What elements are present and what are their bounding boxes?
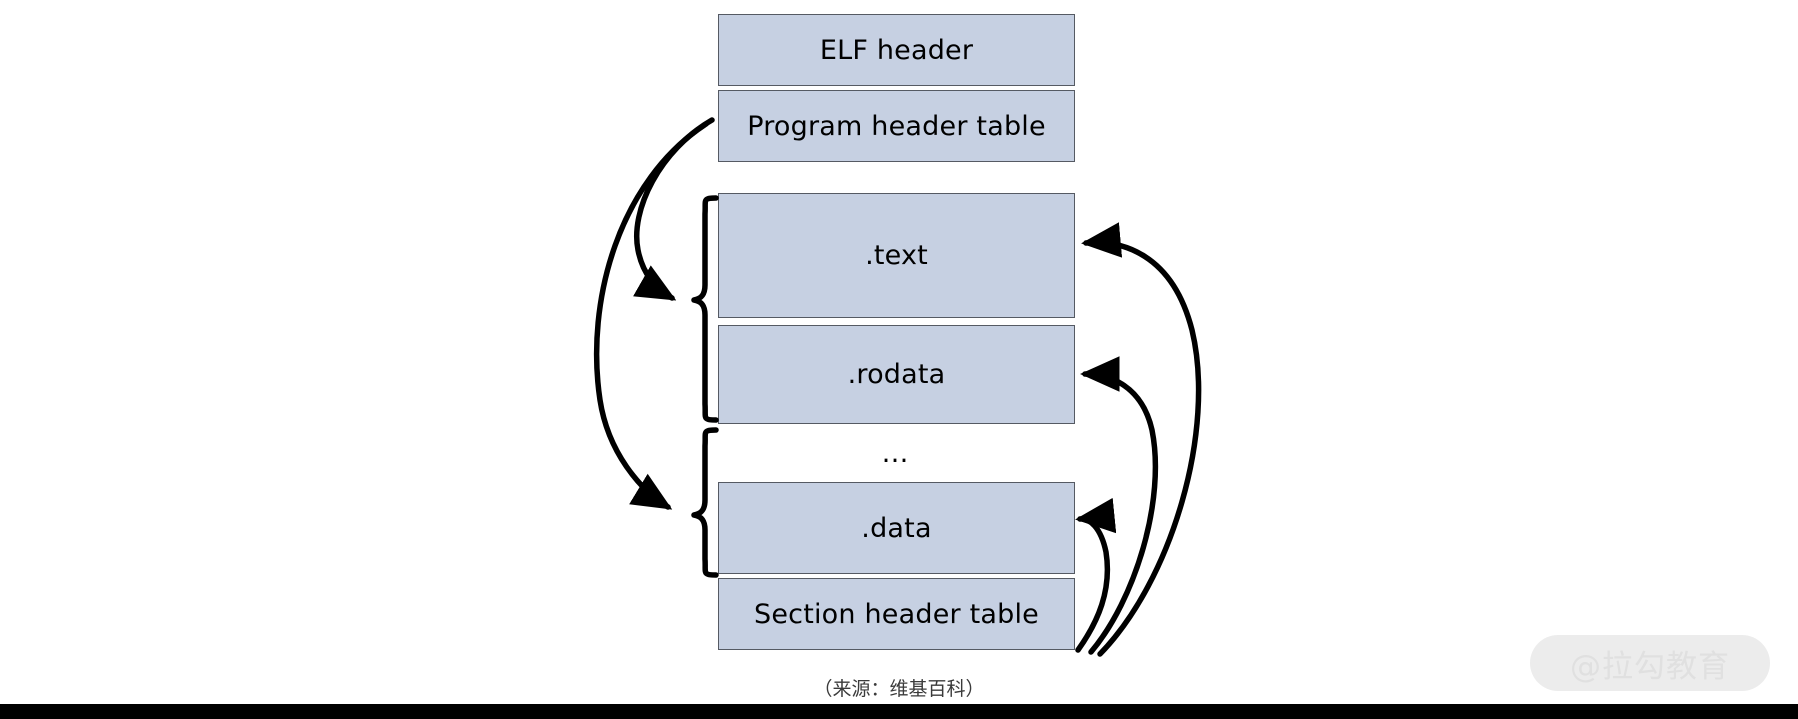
segment-text: .text [718, 193, 1075, 318]
arrow-section-header-to-rodata [1080, 356, 1159, 655]
brace-ellipsis-data [691, 427, 719, 578]
segment-rodata: .rodata [718, 325, 1075, 424]
segment-data: .data [718, 482, 1075, 574]
segment-program-header-table: Program header table [718, 90, 1075, 162]
elf-layout-diagram: ELF header Program header table .text .r… [593, 14, 1202, 657]
segment-section-header-table: Section header table [718, 578, 1075, 650]
bottom-black-bar [0, 704, 1798, 719]
diagram-caption: （来源：维基百科） [813, 678, 985, 700]
segment-elf-header: ELF header [718, 14, 1075, 86]
brace-text-rodata [691, 195, 719, 423]
segment-ellipsis: … [881, 437, 912, 469]
watermark-badge: @拉勾教育 [1530, 635, 1770, 691]
arrow-program-header-to-text-rodata [633, 117, 715, 301]
arrow-section-header-to-data [1075, 497, 1117, 653]
arrow-section-header-to-text [1081, 222, 1202, 657]
arrow-program-header-to-data [593, 121, 709, 510]
